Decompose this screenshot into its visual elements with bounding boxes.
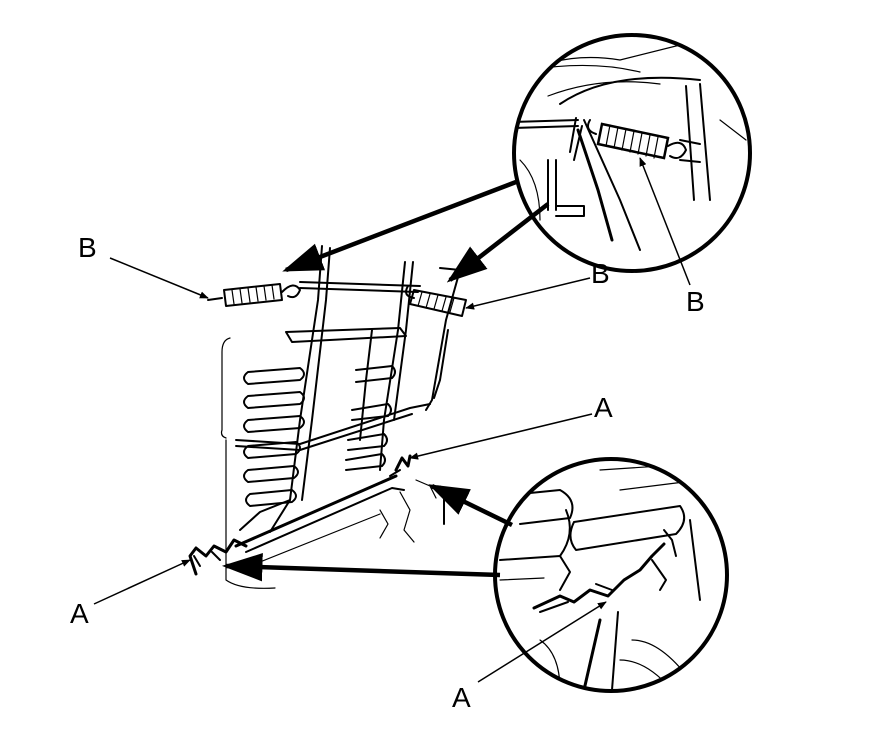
leader-a-left <box>93 559 191 605</box>
spring-b-left <box>207 283 301 307</box>
spring-b-right <box>405 285 467 317</box>
clip-a-right <box>389 454 412 477</box>
leader-lines <box>93 157 691 683</box>
arrow-detail-to-right-clip <box>428 483 513 528</box>
callout-b-left: B <box>78 232 97 263</box>
detail-circle-clip <box>493 457 729 693</box>
leader-a-detail <box>477 601 607 683</box>
arrow-detail-to-left-spring <box>282 179 517 273</box>
callout-a-detail: A <box>452 682 471 713</box>
leader-b-detail <box>639 157 691 286</box>
leader-b-right <box>465 277 591 310</box>
seat-frame <box>220 245 461 589</box>
leader-b-left <box>109 257 209 299</box>
callout-a-right: A <box>594 392 613 423</box>
callout-b-detail: B <box>686 286 705 317</box>
callout-b-right: B <box>591 258 610 289</box>
leader-a-right <box>409 413 593 460</box>
clip-a-left <box>188 538 248 576</box>
callout-a-left: A <box>70 598 89 629</box>
detail-arrows <box>221 179 550 582</box>
detail-circle-spring <box>512 33 752 273</box>
arrow-detail-to-left-clip <box>221 553 501 582</box>
arrow-detail-to-right-spring <box>446 202 550 283</box>
